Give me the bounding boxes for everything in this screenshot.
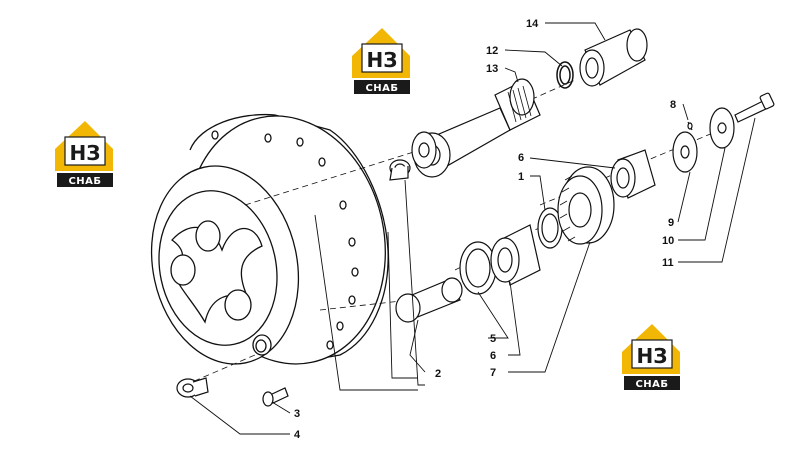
callout-11: 11 xyxy=(662,257,674,269)
callout-13: 13 xyxy=(486,63,498,75)
brand-logo-top: НЗ СНАБ xyxy=(351,27,411,95)
logo-caption-text: СНАБ xyxy=(68,176,101,187)
logo-caption-text: СНАБ xyxy=(635,379,668,390)
dowel-part-8 xyxy=(687,121,693,131)
washer-part-9 xyxy=(672,131,698,173)
brand-logo-left: НЗ СНАБ xyxy=(54,120,114,188)
hub-housing xyxy=(150,113,389,365)
leader-lines xyxy=(189,22,756,435)
needle-bearing-part-6-lower xyxy=(490,224,541,286)
callout-10: 10 xyxy=(662,235,674,247)
plug-part-4 xyxy=(176,377,209,398)
bolt-part-11 xyxy=(734,92,775,123)
callout-6-lower: 6 xyxy=(490,350,496,362)
callout-1: 1 xyxy=(518,171,524,183)
callout-labels: 2 3 4 5 6 7 1 6 9 10 11 8 12 13 14 xyxy=(294,18,676,441)
callout-8: 8 xyxy=(670,99,676,111)
callout-9: 9 xyxy=(668,217,674,229)
callout-7: 7 xyxy=(490,367,496,379)
pin-part-2 xyxy=(389,159,463,323)
brand-logo-right: НЗ СНАБ xyxy=(621,323,681,391)
callout-3: 3 xyxy=(294,408,300,420)
callout-12: 12 xyxy=(486,45,498,57)
planet-gear-part-7 xyxy=(557,166,615,245)
needle-bearing-part-6-upper xyxy=(610,149,656,199)
sleeve-part-14 xyxy=(579,28,648,87)
cover-plate-part-10 xyxy=(709,107,735,149)
thrust-washer-part-5 xyxy=(459,241,497,295)
logo-mark-text: НЗ xyxy=(637,344,668,368)
screw-part-3 xyxy=(262,387,289,407)
shaft-gear xyxy=(411,131,437,169)
logo-mark-text: НЗ xyxy=(367,48,398,72)
callout-5: 5 xyxy=(490,333,496,345)
retaining-ring-part-12 xyxy=(556,61,574,89)
callout-2: 2 xyxy=(435,368,441,380)
callout-14: 14 xyxy=(526,18,539,30)
callout-4: 4 xyxy=(294,429,301,441)
logo-mark-text: НЗ xyxy=(70,141,101,165)
logo-caption-text: СНАБ xyxy=(365,83,398,94)
callout-6-upper: 6 xyxy=(518,152,524,164)
